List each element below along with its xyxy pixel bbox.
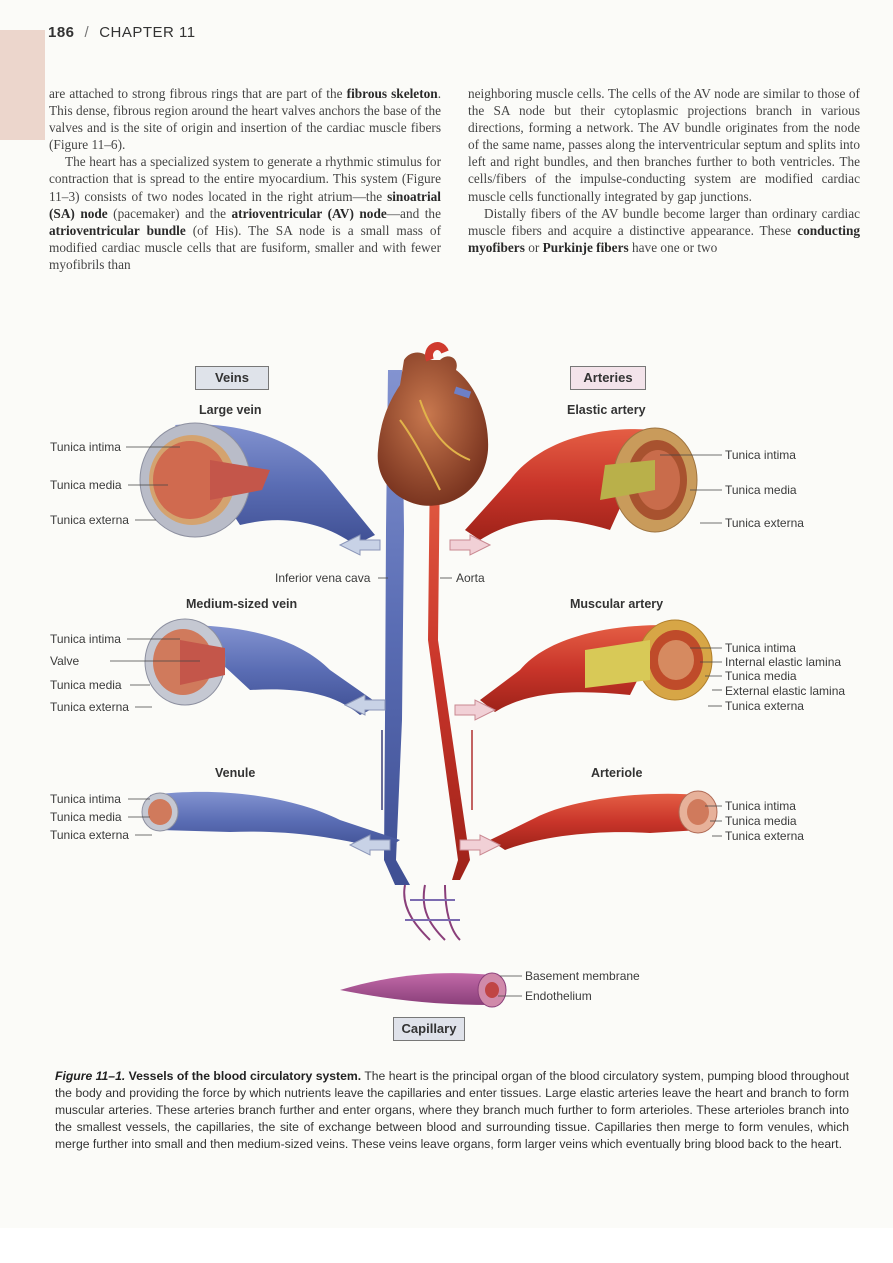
large-vein-label: Tunica intima: [50, 440, 121, 454]
figure-caption: Figure 11–1. Vessels of the blood circul…: [55, 1068, 849, 1153]
text-run: Distally fibers of the AV bundle become …: [468, 205, 860, 238]
arteriole-illustration: [490, 790, 718, 850]
muscular-artery-label: Internal elastic lamina: [725, 655, 842, 669]
large-vein-illustration: [139, 422, 375, 545]
aorta-label: Aorta: [456, 571, 485, 585]
muscular-artery-label: External elastic lamina: [725, 684, 846, 698]
elastic-artery-label: Tunica media: [725, 483, 797, 497]
elastic-artery-label: Tunica externa: [725, 516, 804, 530]
text-run: have one or two: [628, 239, 718, 255]
bold-term: Purkinje fibers: [542, 239, 629, 255]
exchange-arrows: [338, 534, 502, 856]
caption-text: The heart is the principal organ of the …: [55, 1069, 849, 1151]
venule-label: Tunica intima: [50, 792, 121, 806]
bold-term: atrioventricular bundle: [49, 222, 186, 238]
arteriole-label: Tunica media: [725, 814, 797, 828]
body-paragraph: Distally fibers of the AV bundle become …: [468, 205, 860, 256]
text-run: (pacemaker) and the: [107, 205, 232, 221]
elastic-artery-label: Tunica intima: [725, 448, 796, 462]
text-run: The heart has a specialized system to ge…: [49, 154, 441, 204]
bold-term: sinoatrial (SA) node: [49, 188, 441, 221]
chapter-tab-marker: [0, 30, 45, 140]
vessel-diagram: [110, 342, 722, 1008]
text-run: are attached to strong fibrous rings tha…: [49, 86, 347, 101]
veins-box: Veins: [195, 366, 269, 390]
aorta-vessel: [428, 460, 470, 880]
large-vein-label: Tunica media: [50, 478, 122, 492]
text-run: neighboring muscle cells. The cells of t…: [468, 86, 860, 204]
bold-term: fibrous skeleton: [346, 86, 438, 101]
muscular-artery-label: Tunica media: [725, 669, 797, 683]
muscular-artery-title: Muscular artery: [570, 597, 664, 611]
body-paragraph: The heart has a specialized system to ge…: [49, 153, 441, 273]
text-run: —and the: [386, 205, 441, 221]
capillary-label: Endothelium: [525, 989, 592, 1003]
arteriole-title: Arteriole: [591, 766, 643, 780]
running-header: 186/CHAPTER 11: [48, 24, 196, 41]
capillary-bed: [403, 884, 461, 941]
heart-illustration: [377, 342, 489, 506]
page-number: 186: [48, 24, 75, 41]
venule-illustration: [141, 791, 400, 850]
medium-vein-label: Tunica intima: [50, 632, 121, 646]
muscular-artery-label: Tunica externa: [725, 699, 804, 713]
right-text-column: neighboring muscle cells. The cells of t…: [468, 85, 860, 256]
elastic-artery-illustration: [465, 427, 698, 540]
flow-arrows: [381, 730, 473, 810]
leader-lines: [110, 446, 722, 997]
capillary-label: Basement membrane: [525, 969, 640, 983]
figure-number: Figure 11–1.: [55, 1069, 126, 1083]
arteriole-label: Tunica externa: [725, 829, 804, 843]
bold-term: atrioventricular (AV) node: [231, 205, 387, 221]
medium-vein-label: Tunica externa: [50, 700, 129, 714]
circulatory-figure: Veins Arteries Capillary Large vein Tuni…: [0, 340, 893, 1060]
medium-vein-label: Tunica media: [50, 678, 122, 692]
medium-vein-illustration: [144, 618, 380, 715]
capillary-box: Capillary: [393, 1017, 465, 1041]
muscular-artery-illustration: [480, 619, 713, 712]
text-run: . This dense, fibrous region around the …: [49, 86, 442, 153]
arteries-box: Arteries: [570, 366, 646, 390]
venule-label: Tunica externa: [50, 828, 129, 842]
left-text-column: are attached to strong fibrous rings tha…: [49, 85, 441, 273]
medium-vein-label: Valve: [50, 654, 80, 668]
bold-term: conducting myofibers: [468, 222, 860, 255]
text-run: or: [524, 239, 543, 255]
medium-vein-title: Medium-sized vein: [186, 597, 298, 611]
inferior-vena-cava-label: Inferior vena cava: [275, 571, 371, 585]
body-paragraph: neighboring muscle cells. The cells of t…: [468, 85, 860, 205]
capillary-illustration: [340, 972, 507, 1008]
text-run: (of His). The SA node is a small mass of…: [49, 222, 442, 272]
textbook-page: 186/CHAPTER 11 are attached to strong fi…: [0, 24, 893, 1153]
venule-label: Tunica media: [50, 810, 122, 824]
body-paragraph: are attached to strong fibrous rings tha…: [49, 85, 441, 153]
elastic-artery-title: Elastic artery: [567, 403, 646, 417]
large-vein-label: Tunica externa: [50, 513, 129, 527]
arteriole-label: Tunica intima: [725, 799, 796, 813]
muscular-artery-label: Tunica intima: [725, 641, 796, 655]
figure-title: Vessels of the blood circulatory system.: [128, 1069, 362, 1083]
large-vein-title: Large vein: [199, 403, 262, 417]
venule-title: Venule: [215, 766, 256, 780]
chapter-label: CHAPTER 11: [99, 24, 196, 41]
